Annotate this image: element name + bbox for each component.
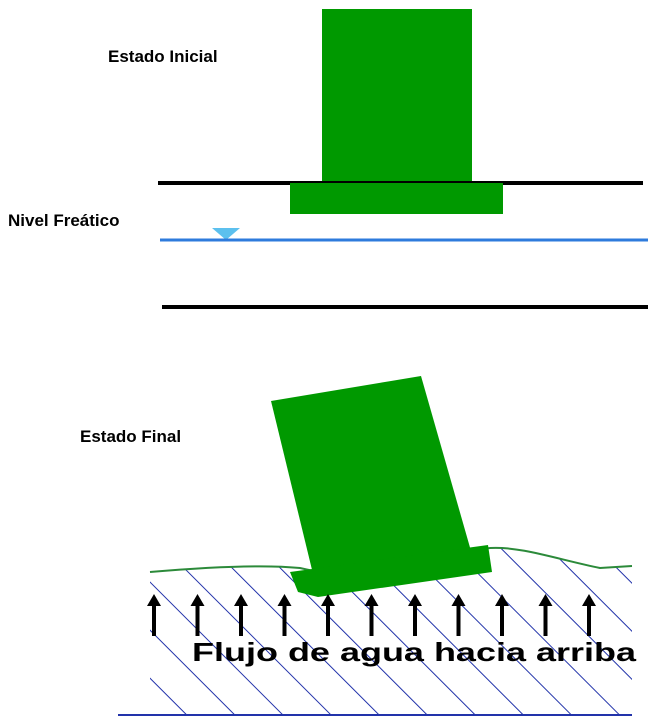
upward-arrow-icon [495,594,509,636]
water-table-label: Nivel Freático [8,211,120,230]
building-footing-initial [290,183,503,214]
water-flow-label: Flujo de agua hacia arriba [192,637,637,667]
upward-arrow-icon [408,594,422,636]
upward-arrow-icon [451,594,466,636]
upward-arrow-icon [147,594,161,636]
final-state-label: Estado Final [80,427,181,446]
upward-arrow-icon [538,594,553,636]
upward-arrow-icon [582,594,596,636]
upward-arrow-icon [190,594,205,636]
upward-arrow-icon [277,594,292,636]
water-level-marker-icon [212,228,240,240]
upward-arrow-icon [234,594,248,636]
building-column-tilted [271,376,471,578]
initial-state-label: Estado Inicial [108,47,218,66]
building-footing-tilted [290,545,492,597]
upward-arrow-icon [321,594,335,636]
building-column-initial [322,9,472,185]
upward-arrow-icon [364,594,379,636]
upward-flow-arrows [147,594,596,636]
tilted-building [271,376,492,597]
